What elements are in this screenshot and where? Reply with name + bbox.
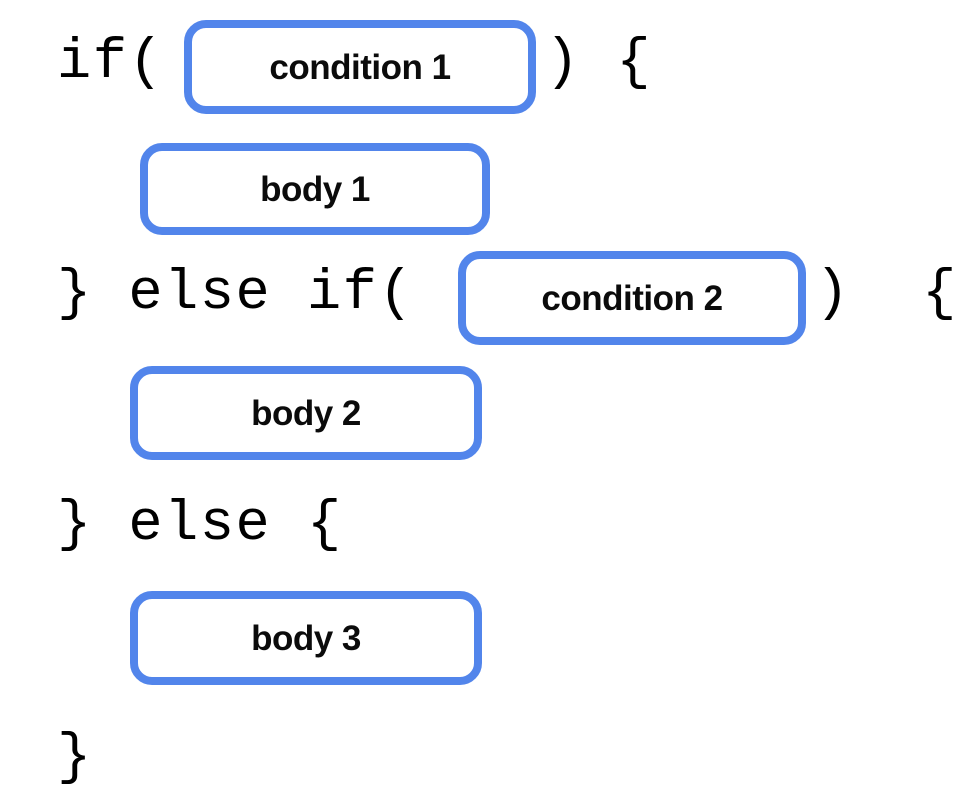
node-body-2-label: body 2 — [251, 393, 361, 433]
node-body-1-label: body 1 — [260, 169, 370, 209]
code-keyword-else-if-open: } else if( — [57, 262, 415, 326]
node-condition-1[interactable]: condition 1 — [184, 20, 536, 114]
code-else-if-close-paren-brace: ) { — [815, 262, 958, 326]
node-body-3-label: body 3 — [251, 618, 361, 658]
node-condition-2[interactable]: condition 2 — [458, 251, 806, 345]
code-keyword-else-open: } else { — [57, 493, 343, 557]
code-keyword-if-open: if( — [57, 31, 165, 95]
code-if-close-paren-brace: ) { — [545, 31, 653, 95]
node-condition-2-label: condition 2 — [541, 278, 723, 318]
code-closing-brace: } — [57, 726, 93, 790]
node-body-2[interactable]: body 2 — [130, 366, 482, 460]
node-condition-1-label: condition 1 — [269, 47, 451, 87]
node-body-1[interactable]: body 1 — [140, 143, 490, 235]
node-body-3[interactable]: body 3 — [130, 591, 482, 685]
